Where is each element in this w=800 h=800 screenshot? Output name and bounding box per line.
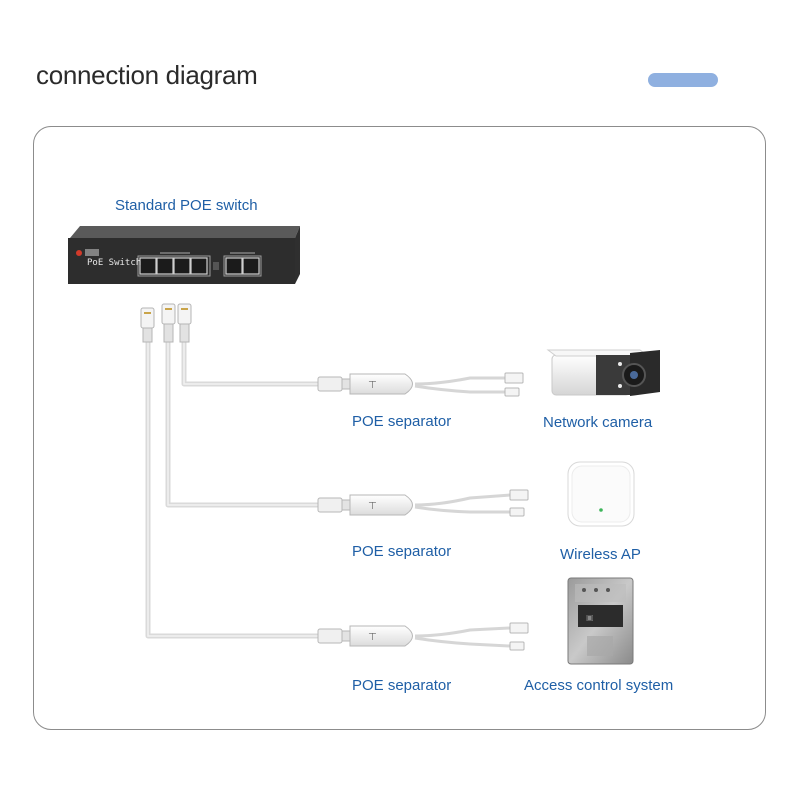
svg-text:⊤: ⊤ bbox=[368, 380, 377, 391]
rj45-plugs bbox=[140, 303, 192, 343]
diagram-frame bbox=[33, 126, 766, 730]
separator-label: POE separator bbox=[352, 413, 452, 430]
poe-separator-icon: ⊤ bbox=[317, 489, 529, 517]
separator-label: POE separator bbox=[352, 543, 452, 560]
svg-text:⊤: ⊤ bbox=[368, 501, 377, 512]
poe-separator-icon: ⊤ bbox=[317, 622, 529, 651]
device-label-access-control: Access control system bbox=[524, 677, 674, 694]
svg-text:⊤: ⊤ bbox=[368, 632, 377, 643]
decorative-pill bbox=[648, 73, 718, 87]
device-label-ap: Wireless AP bbox=[560, 546, 641, 563]
switch-label: Standard POE switch bbox=[115, 197, 258, 214]
network-camera-icon bbox=[546, 349, 660, 396]
separator-label: POE separator bbox=[352, 677, 452, 694]
wireless-ap-icon bbox=[567, 461, 635, 527]
poe-switch-icon bbox=[68, 226, 300, 284]
poe-separator-icon: ⊤ bbox=[317, 372, 524, 397]
device-label-camera: Network camera bbox=[543, 414, 653, 431]
svg-text:▣: ▣ bbox=[586, 613, 594, 622]
access-control-icon: ▣ bbox=[567, 577, 634, 665]
switch-device-text: PoE Switch bbox=[87, 258, 142, 268]
page-title: connection diagram bbox=[36, 60, 258, 90]
